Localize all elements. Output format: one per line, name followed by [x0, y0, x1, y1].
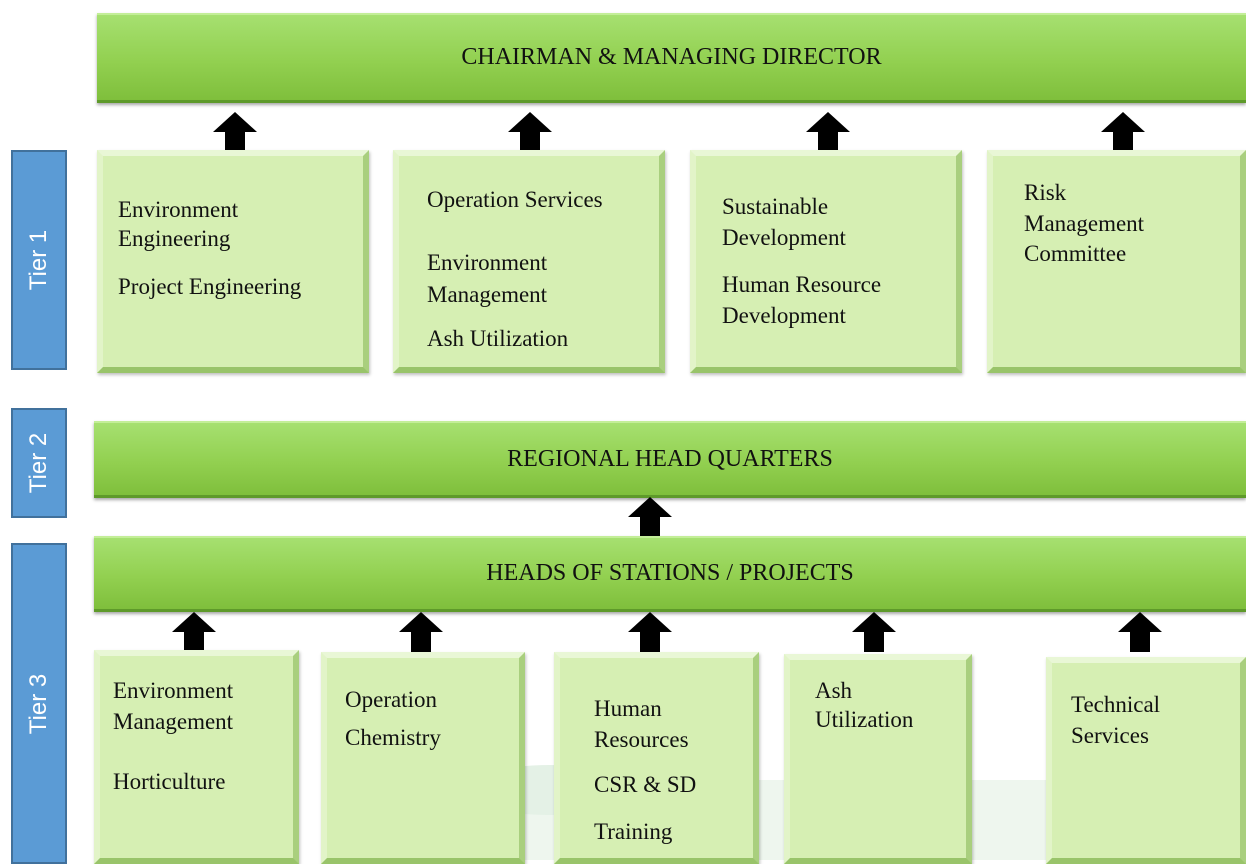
tier3-box-environment-line3: Horticulture [113, 769, 226, 794]
tier-2-text: Tier 2 [25, 432, 52, 494]
regional-hq-bar: REGIONAL HEAD QUARTERS [94, 421, 1246, 498]
tier3-box-technical-services-line2: Services [1071, 723, 1149, 748]
tier3-box-technical-services [1046, 657, 1246, 864]
tier3-box-environment-line2: Management [113, 709, 234, 734]
tier1-box-risk-line1: Risk [1024, 180, 1067, 205]
tier-3-text: Tier 3 [25, 673, 52, 734]
tier1-box-sustainability-line3: Human Resource [722, 272, 882, 297]
tier1-box-engineering-line1: Environment [118, 197, 239, 222]
regional-hq-title: REGIONAL HEAD QUARTERS [507, 445, 833, 472]
heads-of-stations-bar: HEADS OF STATIONS / PROJECTS [94, 536, 1246, 612]
tier3-box-technical-services-line1: Technical [1071, 692, 1161, 717]
chairman-title: CHAIRMAN & MANAGING DIRECTOR [461, 44, 882, 70]
tier3-box-human-resources-line4: Training [594, 819, 673, 844]
up-arrow-icon [628, 497, 672, 537]
up-arrow-icon [852, 612, 896, 652]
tier3-box-ash-utilization-line2: Utilization [815, 707, 914, 732]
tier1-box-engineering-line3: Project Engineering [118, 274, 302, 299]
tier3-box-operation [321, 652, 525, 864]
tier-3-label: Tier 3 [11, 543, 67, 864]
tier-1-text: Tier 1 [25, 229, 52, 291]
tier1-box-risk-line3: Committee [1024, 241, 1127, 266]
tier3-box-human-resources [554, 652, 759, 864]
tier3-box-ash-utilization [784, 654, 972, 864]
tier3-box-operation-line2: Chemistry [345, 725, 441, 750]
up-arrow-icon [399, 612, 443, 652]
up-arrow-icon [172, 612, 216, 652]
tier1-box-sustainability-line2: Development [722, 225, 846, 250]
tier1-box-operations-line2: Environment [427, 250, 548, 275]
tier1-box-operations-line1: Operation Services [427, 187, 603, 212]
tier-2-label: Tier 2 [11, 408, 67, 518]
up-arrow-icon [628, 612, 672, 652]
tier1-box-risk [987, 150, 1246, 373]
tier1-box-operations-line3: Management [427, 282, 548, 307]
tier3-box-human-resources-line2: Resources [594, 727, 689, 752]
tier1-box-sustainability-line4: Development [722, 303, 846, 328]
up-arrow-icon [806, 112, 850, 152]
tier1-box-risk-line2: Management [1024, 211, 1145, 236]
tier3-box-human-resources-line3: CSR & SD [594, 772, 697, 797]
up-arrow-icon [1118, 612, 1162, 652]
tier1-box-engineering-line2: Engineering [118, 226, 231, 251]
tier3-box-human-resources-line1: Human [594, 696, 662, 721]
heads-of-stations-title: HEADS OF STATIONS / PROJECTS [486, 560, 854, 586]
tier-1-label: Tier 1 [11, 150, 67, 370]
chairman-bar: CHAIRMAN & MANAGING DIRECTOR [97, 13, 1246, 103]
tier3-box-operation-line1: Operation [345, 687, 437, 712]
tier1-box-sustainability [690, 150, 962, 373]
up-arrow-icon [508, 112, 552, 152]
tier3-box-ash-utilization-line1: Ash [815, 678, 853, 703]
tier3-box-environment [94, 650, 299, 864]
up-arrow-icon [213, 112, 257, 152]
tier1-box-operations [393, 150, 665, 373]
tier1-box-operations-line4: Ash Utilization [427, 326, 569, 351]
up-arrow-icon [1101, 112, 1145, 152]
tier1-box-engineering [97, 150, 369, 373]
tier1-box-sustainability-line1: Sustainable [722, 194, 829, 219]
tier3-box-environment-line1: Environment [113, 678, 234, 703]
